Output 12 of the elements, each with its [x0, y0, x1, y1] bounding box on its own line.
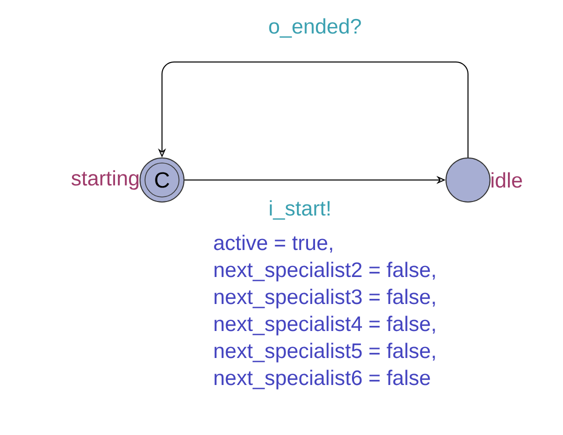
assignment-text: next_specialist6 = false [214, 370, 430, 390]
location-name: idle [492, 172, 522, 188]
assignment-text: next_specialist2 = false, [214, 262, 435, 282]
committed-location: C [140, 158, 184, 202]
edge-label: i_start! [270, 200, 330, 220]
assignment-text: next_specialist3 = false, [214, 288, 435, 308]
location-name: starting [72, 170, 138, 190]
location-circle [446, 158, 490, 202]
assignment-text: next_specialist4 = false, [214, 316, 435, 336]
assignment-text: active = true, [214, 234, 332, 253]
assignment-text: next_specialist5 = false, [214, 342, 435, 362]
edge-label: o_ended? [269, 18, 361, 38]
